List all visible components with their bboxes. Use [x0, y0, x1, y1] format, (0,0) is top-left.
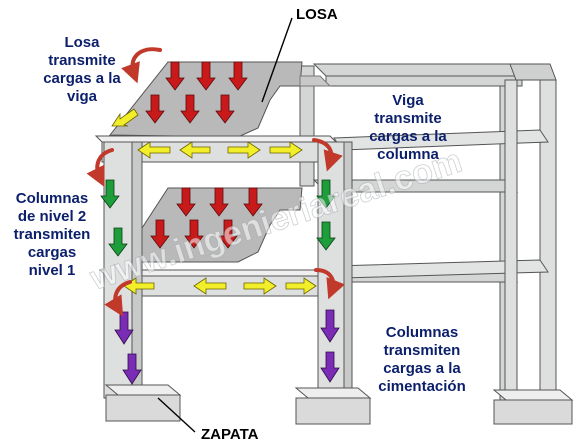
zapata-callout: ZAPATA	[201, 426, 259, 443]
load-arrow	[209, 187, 229, 217]
column-arrows-level1	[114, 309, 340, 385]
beam-arrow	[111, 108, 139, 127]
load-arrow	[228, 61, 248, 91]
turn-arrow	[314, 268, 345, 300]
turn-arrow	[86, 148, 114, 187]
load-arrow	[215, 94, 235, 124]
column-arrow	[316, 179, 336, 209]
load-arrows-lower	[150, 187, 263, 249]
footings	[104, 384, 574, 425]
turn-arrows	[86, 47, 345, 317]
column-arrow	[100, 179, 120, 209]
column-arrow	[320, 309, 340, 343]
leader-lines	[157, 17, 293, 433]
column-arrow	[122, 353, 142, 385]
beam-arrow	[243, 277, 277, 295]
load-arrow	[165, 61, 185, 91]
beam-arrow	[269, 141, 303, 159]
right-frame	[333, 63, 557, 411]
load-arrow	[196, 61, 216, 91]
losa-callout: LOSA	[296, 6, 338, 23]
load-arrow	[150, 219, 170, 249]
beam-arrow	[285, 277, 317, 295]
load-arrows-upper	[145, 61, 248, 124]
label-columnas-cimentacion: Columnas transmiten cargas a la cimentac…	[378, 324, 466, 395]
label-viga-columna: Viga transmite cargas a la columna	[369, 92, 447, 163]
beam-arrow	[193, 277, 227, 295]
load-arrow	[145, 94, 165, 124]
load-arrow	[243, 187, 263, 217]
column-arrow	[320, 351, 340, 383]
label-losa-viga: Losa transmite cargas a la viga	[43, 34, 121, 105]
turn-arrow	[104, 280, 132, 317]
column-arrows-level2	[100, 179, 336, 257]
column-arrow	[108, 227, 128, 257]
turn-arrow	[312, 138, 343, 172]
column-arrow	[114, 311, 134, 345]
label-columnas-nivel: Columnas de nivel 2 transmiten cargas ni…	[13, 190, 91, 279]
load-arrow	[180, 94, 200, 124]
turn-arrow	[121, 47, 162, 84]
beam-arrow	[137, 141, 171, 159]
beam-arrow	[179, 141, 211, 159]
load-arrow	[176, 187, 196, 217]
load-arrow	[218, 219, 238, 249]
column-arrow	[316, 221, 336, 251]
load-arrow	[184, 219, 204, 249]
beam-arrow	[227, 141, 261, 159]
